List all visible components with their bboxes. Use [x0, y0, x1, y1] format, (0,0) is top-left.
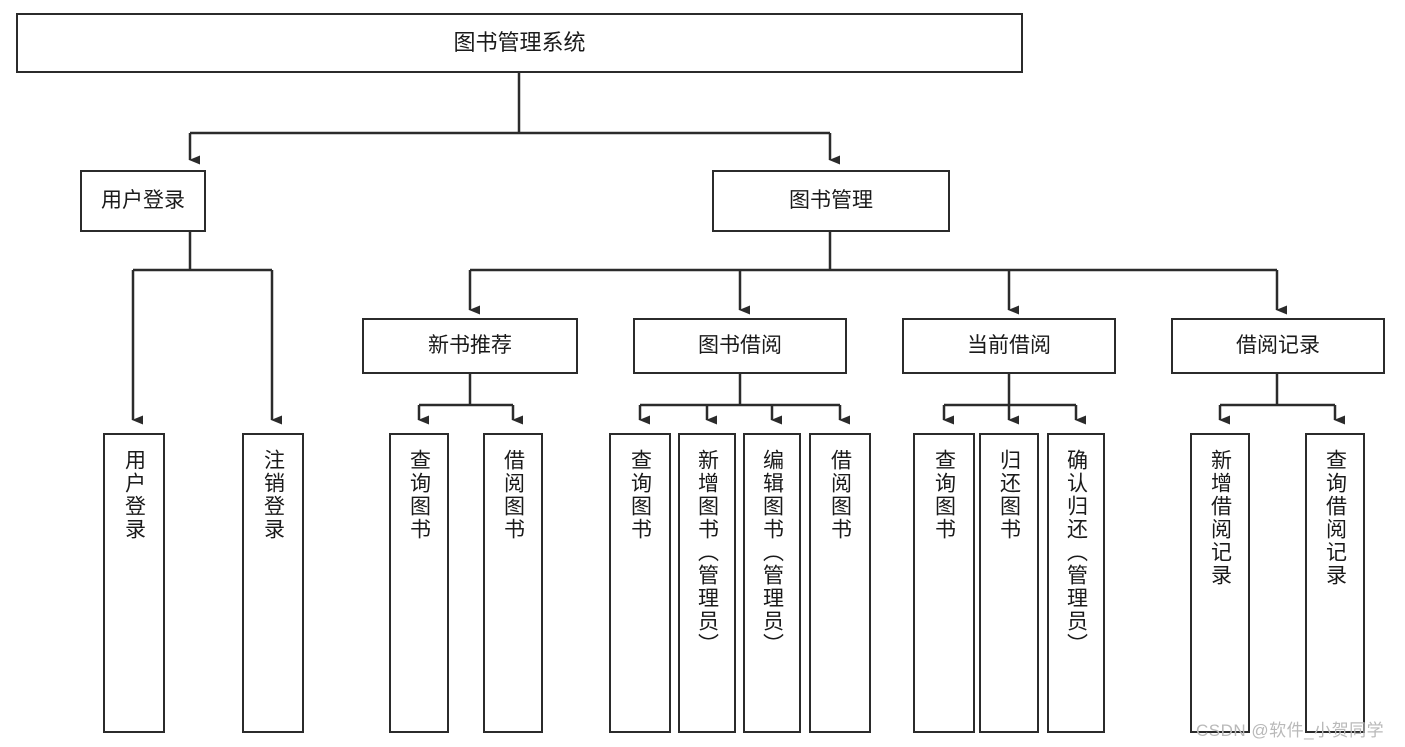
node-label: 查询图书 — [407, 449, 431, 541]
node-leaf-add-book[interactable]: 新增图书（管理员） — [678, 433, 736, 733]
node-leaf-user-login[interactable]: 用户登录 — [103, 433, 165, 733]
node-label: 借阅记录 — [1236, 333, 1320, 357]
node-label: 编辑图书（管理员） — [760, 449, 784, 656]
node-leaf-borrow-book-1[interactable]: 借阅图书 — [483, 433, 543, 733]
node-leaf-logout-login[interactable]: 注销登录 — [242, 433, 304, 733]
node-book-management[interactable]: 图书管理 — [712, 170, 950, 232]
node-label: 归还图书 — [997, 449, 1021, 541]
node-leaf-borrow-book-2[interactable]: 借阅图书 — [809, 433, 871, 733]
node-label: 借阅图书 — [828, 449, 852, 541]
node-leaf-confirm-return[interactable]: 确认归还（管理员） — [1047, 433, 1105, 733]
node-label: 用户登录 — [101, 188, 185, 212]
node-label: 新增图书（管理员） — [695, 449, 719, 656]
node-label: 查询借阅记录 — [1323, 449, 1347, 587]
node-label: 图书管理系统 — [453, 30, 586, 56]
node-label: 新增借阅记录 — [1208, 449, 1232, 587]
node-label: 图书借阅 — [698, 333, 782, 357]
node-current-borrow[interactable]: 当前借阅 — [902, 318, 1116, 374]
node-leaf-edit-book[interactable]: 编辑图书（管理员） — [743, 433, 801, 733]
node-label: 当前借阅 — [967, 333, 1051, 357]
node-book-borrow[interactable]: 图书借阅 — [633, 318, 847, 374]
node-leaf-return-book[interactable]: 归还图书 — [979, 433, 1039, 733]
node-label: 查询图书 — [628, 449, 652, 541]
watermark-text: CSDN @软件_小贺同学 — [1196, 721, 1385, 740]
node-label: 查询图书 — [932, 449, 956, 541]
node-label: 新书推荐 — [428, 333, 512, 357]
node-label: 图书管理 — [789, 188, 873, 212]
node-leaf-query-book-3[interactable]: 查询图书 — [913, 433, 975, 733]
node-leaf-query-book-2[interactable]: 查询图书 — [609, 433, 671, 733]
node-label: 注销登录 — [261, 449, 285, 541]
node-root-system[interactable]: 图书管理系统 — [16, 13, 1023, 73]
node-leaf-query-book-1[interactable]: 查询图书 — [389, 433, 449, 733]
node-leaf-add-record[interactable]: 新增借阅记录 — [1190, 433, 1250, 733]
node-label: 用户登录 — [122, 449, 146, 541]
node-leaf-query-record[interactable]: 查询借阅记录 — [1305, 433, 1365, 733]
node-label: 确认归还（管理员） — [1064, 449, 1088, 656]
node-user-login[interactable]: 用户登录 — [80, 170, 206, 232]
node-new-book-recommend[interactable]: 新书推荐 — [362, 318, 578, 374]
node-label: 借阅图书 — [501, 449, 525, 541]
node-borrow-record[interactable]: 借阅记录 — [1171, 318, 1385, 374]
